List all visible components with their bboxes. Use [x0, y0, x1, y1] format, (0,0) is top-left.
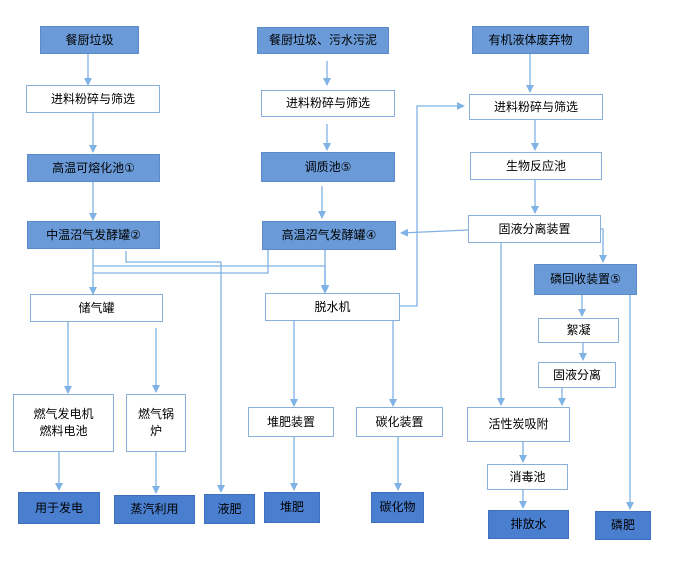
node-melt: 高温可熔化池①	[27, 154, 160, 182]
line-slsep-precover	[599, 228, 607, 263]
node-carbon-adsorb: 活性炭吸附	[467, 407, 570, 442]
node-out-steam: 蒸汽利用	[114, 495, 195, 524]
node-sl-sep2: 固液分离	[538, 362, 616, 388]
node-boiler: 燃气锅 炉	[126, 394, 186, 452]
node-gas-tank: 储气罐	[30, 294, 163, 322]
line-midferm-dewater	[93, 265, 329, 294]
node-p-recover: 磷回收装置⑤	[534, 264, 637, 295]
node-out-power: 用于发电	[18, 492, 100, 524]
arrow-slsep-highferm	[400, 228, 469, 237]
node-src3: 有机液体废弃物	[472, 26, 589, 54]
line-dewater-pre3	[400, 102, 465, 307]
node-mid-ferm: 中温沼气发酵罐②	[27, 221, 160, 249]
node-pre3: 进料粉碎与筛选	[469, 94, 603, 120]
node-src1: 餐厨垃圾	[40, 26, 139, 54]
node-generator: 燃气发电机 燃料电池	[13, 394, 114, 452]
node-src2: 餐厨垃圾、污水污泥	[257, 27, 389, 54]
node-out-pfert: 磷肥	[595, 511, 651, 540]
node-cond: 调质池⑤	[261, 152, 395, 182]
node-bio: 生物反应池	[470, 152, 602, 180]
node-out-compost: 堆肥	[264, 492, 320, 523]
node-high-ferm: 高温沼气发酵罐④	[262, 221, 396, 250]
node-pre1: 进料粉碎与筛选	[26, 85, 160, 113]
node-compost-dev: 堆肥装置	[248, 407, 334, 437]
node-out-carbide: 碳化物	[371, 492, 424, 523]
node-pre2: 进料粉碎与筛选	[261, 90, 395, 117]
line-highferm-gas	[93, 250, 269, 274]
node-floc: 絮凝	[538, 318, 619, 343]
node-carbon-dev: 碳化装置	[356, 407, 443, 437]
node-dewater: 脱水机	[265, 293, 400, 321]
line-feed-liquid	[125, 251, 225, 493]
node-sl-sep: 固液分离装置	[468, 215, 601, 243]
node-out-discharge: 排放水	[488, 510, 569, 539]
node-disinfect: 消毒池	[487, 464, 568, 490]
node-out-liquid: 液肥	[204, 494, 255, 524]
